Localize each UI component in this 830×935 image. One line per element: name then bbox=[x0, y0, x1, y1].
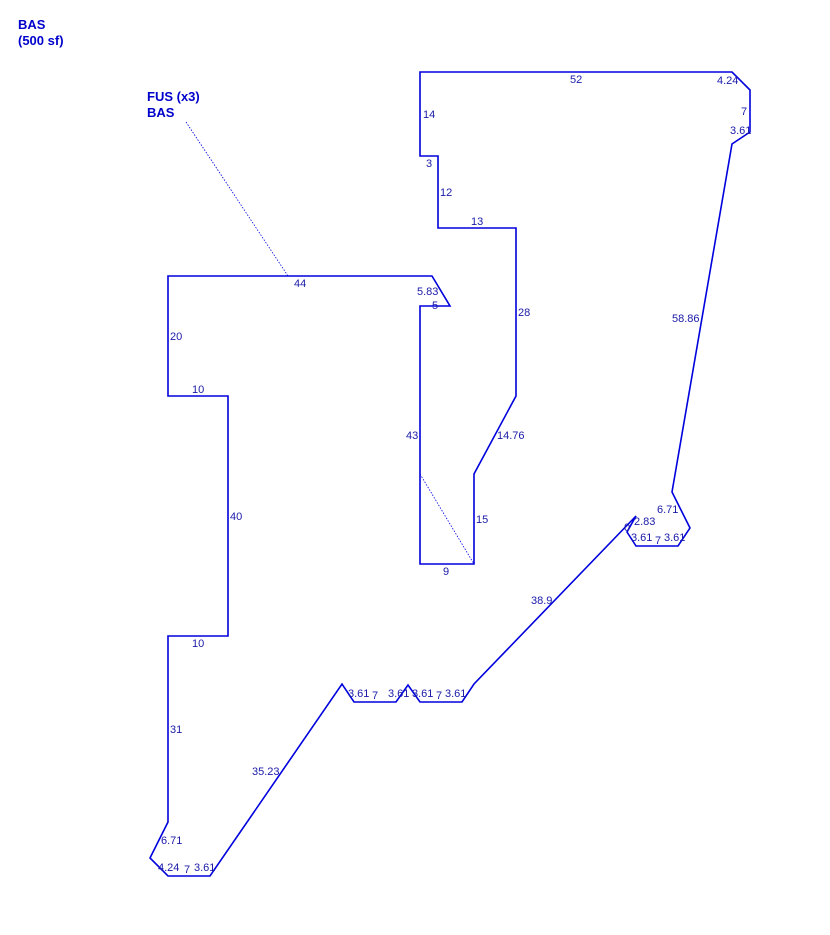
dim-label: 3.61 bbox=[412, 688, 433, 700]
dim-label: 38.9 bbox=[531, 595, 552, 607]
dim-label: 12 bbox=[440, 187, 452, 199]
dim-label: 7 bbox=[184, 864, 190, 876]
dim-label: 7 bbox=[655, 535, 661, 547]
dim-label: 15 bbox=[476, 514, 488, 526]
dim-label: 2.83 bbox=[634, 516, 655, 528]
dim-label: 31 bbox=[170, 724, 182, 736]
dim-label: 13 bbox=[471, 216, 483, 228]
dim-label: 3.61 bbox=[664, 532, 685, 544]
dim-label: 3 bbox=[426, 158, 432, 170]
dim-label: 0 bbox=[624, 522, 630, 534]
floor-callout: FUS (x3) BAS bbox=[147, 89, 200, 121]
dim-label: 3.61 bbox=[445, 688, 466, 700]
dim-label: 4.24 bbox=[717, 75, 738, 87]
dim-label: 3.61 bbox=[194, 862, 215, 874]
divider-line bbox=[419, 473, 475, 565]
area-header: BAS (500 sf) bbox=[18, 17, 64, 49]
dim-label: 40 bbox=[230, 511, 242, 523]
callout-line-1: FUS (x3) bbox=[147, 89, 200, 104]
building-outline[interactable] bbox=[149, 71, 751, 877]
dim-label: 3.61 bbox=[348, 688, 369, 700]
dim-label: 7 bbox=[372, 690, 378, 702]
dim-label: 20 bbox=[170, 331, 182, 343]
dim-label: 43 bbox=[406, 430, 418, 442]
callout-line-2: BAS bbox=[147, 105, 175, 120]
dim-label: 3.61 bbox=[730, 125, 751, 137]
dim-label: 7 bbox=[741, 106, 747, 118]
callout-leader-line bbox=[185, 121, 289, 277]
dim-label: 6.71 bbox=[657, 504, 678, 516]
dim-label: 10 bbox=[192, 384, 204, 396]
area-size: (500 sf) bbox=[18, 33, 64, 48]
dim-label: 5 bbox=[432, 300, 438, 312]
dim-label: 6.71 bbox=[161, 835, 182, 847]
dim-label: 9 bbox=[443, 566, 449, 578]
dim-label: 3.61 bbox=[631, 532, 652, 544]
dim-label: 7 bbox=[436, 690, 442, 702]
dimension-labels: 52 4.24 7 3.61 14 3 12 13 28 44 5.83 5 2… bbox=[158, 74, 751, 876]
area-code: BAS bbox=[18, 17, 46, 32]
dim-label: 44 bbox=[294, 278, 306, 290]
dim-label: 28 bbox=[518, 307, 530, 319]
dim-label: 3.61 bbox=[388, 688, 409, 700]
dim-label: 4.24 bbox=[158, 862, 179, 874]
dim-label: 35.23 bbox=[252, 766, 280, 778]
dim-label: 58.86 bbox=[672, 313, 700, 325]
dim-label: 10 bbox=[192, 638, 204, 650]
dim-label: 14 bbox=[423, 109, 435, 121]
dim-label: 5.83 bbox=[417, 286, 438, 298]
dim-label: 52 bbox=[570, 74, 582, 86]
dim-label: 14.76 bbox=[497, 430, 525, 442]
